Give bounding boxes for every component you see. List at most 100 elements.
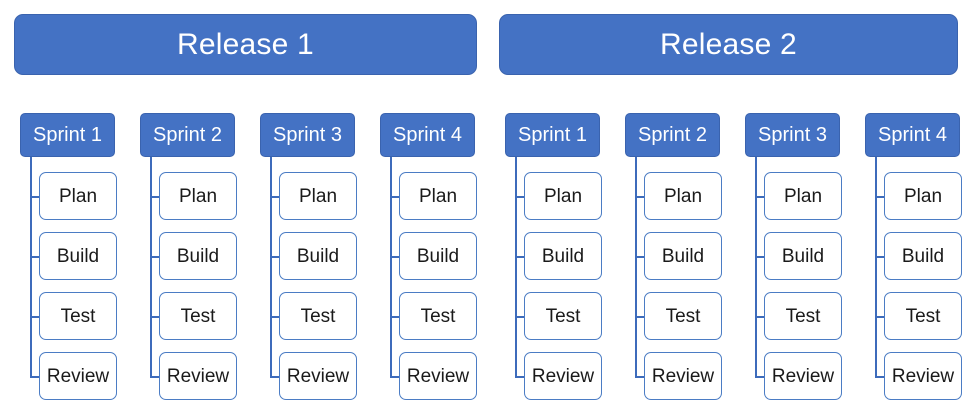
release-banner-label: Release 1 [177,27,314,61]
phase-box[interactable]: Build [399,232,477,280]
connector-stub [875,316,884,318]
phase-box[interactable]: Build [524,232,602,280]
connector-stub [270,256,279,258]
phase-box-label: Test [905,305,941,327]
sprint-header[interactable]: Sprint 2 [140,113,235,157]
sprint-header-label: Sprint 2 [153,124,222,146]
phase-box[interactable]: Plan [159,172,237,220]
sprint-header-label: Sprint 3 [273,124,342,146]
connector-stub [875,376,884,378]
connector-stub [150,376,159,378]
phase-box-label: Plan [903,185,943,207]
sprint-header[interactable]: Sprint 2 [625,113,720,157]
phase-box-label: Plan [178,185,218,207]
phase-box[interactable]: Test [39,292,117,340]
sprint-header-label: Sprint 4 [393,124,462,146]
connector-stub [390,316,399,318]
sprint-header[interactable]: Sprint 1 [20,113,115,157]
phase-box-label: Test [785,305,821,327]
connector-trunk [875,157,877,376]
connector-trunk [635,157,637,376]
phase-box[interactable]: Test [399,292,477,340]
phase-box[interactable]: Review [159,352,237,400]
phase-box[interactable]: Plan [279,172,357,220]
release-banner[interactable]: Release 1 [14,14,477,75]
phase-box[interactable]: Review [644,352,722,400]
phase-box-label: Build [56,245,100,267]
phase-box[interactable]: Build [159,232,237,280]
phase-box[interactable]: Plan [399,172,477,220]
phase-box[interactable]: Review [524,352,602,400]
release-banner-label: Release 2 [660,27,797,61]
phase-box-label: Build [176,245,220,267]
phase-box-label: Plan [418,185,458,207]
sprint-header-label: Sprint 1 [518,124,587,146]
phase-box[interactable]: Plan [524,172,602,220]
connector-stub [390,376,399,378]
phase-box[interactable]: Test [159,292,237,340]
phase-box[interactable]: Test [884,292,962,340]
connector-stub [635,196,644,198]
release-banner[interactable]: Release 2 [499,14,958,75]
phase-box[interactable]: Test [279,292,357,340]
phase-box[interactable]: Test [644,292,722,340]
phase-box[interactable]: Plan [764,172,842,220]
sprint-header[interactable]: Sprint 4 [865,113,960,157]
phase-box-label: Test [665,305,701,327]
phase-box-label: Build [296,245,340,267]
sprint-header[interactable]: Sprint 1 [505,113,600,157]
connector-stub [270,196,279,198]
sprint-header-label: Sprint 2 [638,124,707,146]
connector-stub [515,256,524,258]
sprint-header[interactable]: Sprint 3 [260,113,355,157]
phase-box-label: Test [300,305,336,327]
phase-box-label: Review [46,365,110,387]
phase-box-label: Plan [58,185,98,207]
phase-box-label: Plan [543,185,583,207]
phase-box-label: Review [286,365,350,387]
connector-stub [755,256,764,258]
phase-box[interactable]: Review [39,352,117,400]
phase-box[interactable]: Plan [644,172,722,220]
phase-box[interactable]: Plan [884,172,962,220]
phase-box-label: Plan [783,185,823,207]
connector-trunk [515,157,517,376]
phase-box[interactable]: Build [39,232,117,280]
phase-box-label: Test [420,305,456,327]
sprint-header-label: Sprint 1 [33,124,102,146]
phase-box[interactable]: Plan [39,172,117,220]
connector-stub [150,196,159,198]
phase-box-label: Review [651,365,715,387]
phase-box[interactable]: Build [764,232,842,280]
connector-stub [390,196,399,198]
connector-trunk [30,157,32,376]
sprint-header[interactable]: Sprint 4 [380,113,475,157]
sprint-header[interactable]: Sprint 3 [745,113,840,157]
phase-box[interactable]: Build [644,232,722,280]
phase-box[interactable]: Review [764,352,842,400]
phase-box-label: Build [541,245,585,267]
phase-box-label: Build [661,245,705,267]
phase-box[interactable]: Test [524,292,602,340]
phase-box[interactable]: Review [399,352,477,400]
phase-box[interactable]: Build [884,232,962,280]
connector-stub [30,256,39,258]
connector-stub [515,196,524,198]
phase-box-label: Build [416,245,460,267]
phase-box[interactable]: Test [764,292,842,340]
phase-box[interactable]: Build [279,232,357,280]
connector-trunk [150,157,152,376]
connector-trunk [755,157,757,376]
connector-stub [515,376,524,378]
phase-box[interactable]: Review [279,352,357,400]
phase-box[interactable]: Review [884,352,962,400]
phase-box-label: Review [531,365,595,387]
connector-trunk [390,157,392,376]
phase-box-label: Plan [663,185,703,207]
connector-stub [635,256,644,258]
connector-stub [30,316,39,318]
connector-stub [755,316,764,318]
connector-stub [30,196,39,198]
phase-box-label: Review [891,365,955,387]
